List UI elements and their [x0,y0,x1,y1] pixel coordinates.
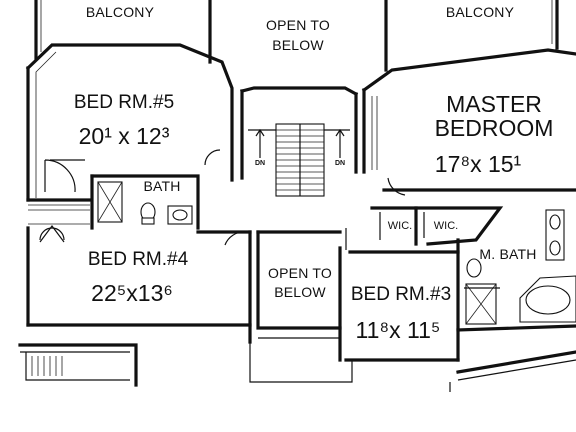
bath-label: BATH [143,178,180,194]
open-to-below-mid-label-2: BELOW [274,284,326,300]
bed-room-4-dims: 22⁵x13⁶ [91,280,173,306]
master-bath-label: M. BATH [479,246,536,262]
wic-1-label: WIC. [388,220,412,232]
bed-room-3-dims: 11⁸x 11⁵ [356,317,441,343]
balcony-lower-left [18,343,138,387]
open-to-below-mid [249,230,353,383]
stair-dn-left: DN [255,160,265,167]
bed-room-4-name: BED RM.#4 [88,249,189,270]
balcony-right-label: BALCONY [446,4,515,20]
bed-room-3-name: BED RM.#3 [351,284,451,305]
bed-room-3-walls [344,238,460,362]
bath-fixtures [90,174,200,230]
master-bedroom-dims: 17⁸x 15¹ [435,151,522,177]
balcony-right-railing [384,0,559,72]
bed-room-5-name: BED RM.#5 [74,92,174,113]
open-to-below-top-label-1: OPEN TO [266,17,330,33]
wic-2-label: WIC. [434,220,458,232]
open-to-below-top-label-2: BELOW [272,37,324,53]
master-bedroom-walls [361,48,576,196]
open-to-below-mid-label-1: OPEN TO [268,265,332,281]
balcony-left-label: BALCONY [86,4,155,20]
walk-in-closets [345,206,504,250]
stair-hall [240,86,359,197]
balcony-left-railing [34,0,212,64]
bed-room-5-dims: 20¹ x 12³ [79,123,170,149]
master-bedroom-label-1: MASTER [446,91,542,117]
bed-room-5-walls [25,43,234,202]
bed-room-4-walls [26,225,252,344]
master-bedroom-label-2: BEDROOM [435,115,554,141]
stair-dn-right: DN [335,160,345,167]
master-bath-fixtures [456,209,576,332]
balcony-lower-right [449,350,576,392]
